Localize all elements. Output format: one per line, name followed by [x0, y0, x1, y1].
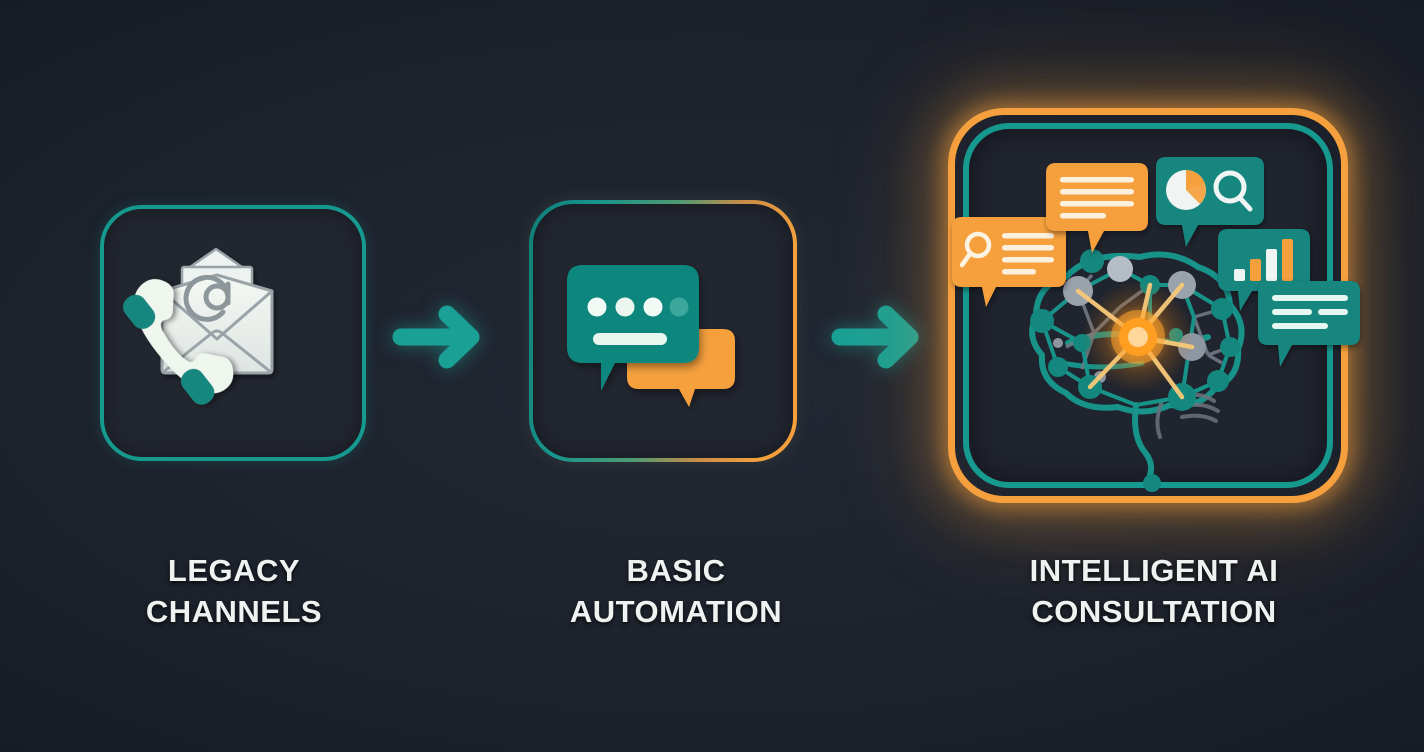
open-envelope	[160, 247, 274, 375]
stage-label-intelligent-ai-consultation: INTELLIGENT AI CONSULTATION	[953, 551, 1355, 633]
magnifier-icon	[1213, 170, 1253, 212]
magnifier-icon	[959, 231, 992, 268]
glowing-core	[1075, 281, 1195, 400]
stage-label-line2: AUTOMATION	[569, 593, 783, 629]
stage-label-line1: LEGACY	[167, 553, 301, 588]
typing-dots	[587, 297, 689, 317]
stage-label-legacy-channels: LEGACY CHANNELS	[84, 551, 384, 633]
text-line	[593, 333, 667, 345]
chat-bubbles-icon	[563, 255, 763, 415]
pie-chart-icon	[1166, 170, 1206, 210]
arrow-stage2-to-stage3	[831, 300, 934, 374]
stage-label-line2: CHANNELS	[145, 593, 323, 629]
arrow-stage1-to-stage2	[392, 300, 495, 374]
reply-bubble	[1258, 281, 1360, 367]
text-lines	[1002, 233, 1054, 275]
stage-label-basic-automation: BASIC AUTOMATION	[526, 551, 826, 633]
ai-brain-network-icon	[950, 155, 1360, 492]
analytics-bubble	[1156, 157, 1264, 247]
teal-chat-bubble	[567, 265, 699, 391]
text-lines	[1272, 295, 1348, 329]
stage-label-line2: CONSULTATION	[1031, 593, 1277, 629]
phone-envelope-icon	[120, 245, 350, 425]
stage-label-line1: INTELLIGENT AI	[1029, 553, 1279, 588]
message-bubble	[1046, 163, 1148, 253]
telephone-handset	[123, 279, 234, 405]
stage-label-line1: BASIC	[626, 553, 726, 588]
neural-brain	[1029, 249, 1245, 492]
text-lines	[1060, 177, 1134, 219]
search-bubble	[952, 217, 1066, 307]
bar-chart-icon	[1234, 239, 1293, 281]
at-symbol	[183, 274, 231, 322]
